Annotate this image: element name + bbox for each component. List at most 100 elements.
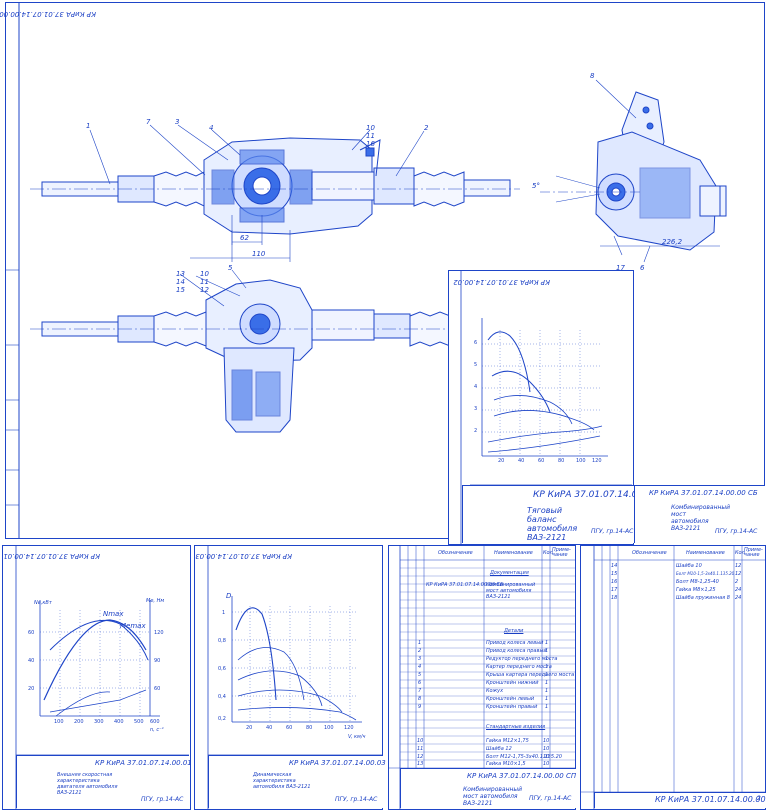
part-qty: 1 (545, 704, 549, 710)
svg-text:90: 90 (154, 658, 160, 664)
svg-text:1: 1 (222, 610, 225, 616)
svg-text:120: 120 (592, 458, 602, 464)
part-qty: 1 (545, 640, 549, 646)
engine-series-nmax: Nmax (103, 610, 124, 618)
row-pos: 18 (611, 595, 618, 601)
engine-ylabel-right: Me, Нм (146, 598, 165, 604)
row-pos: 14 (611, 563, 618, 569)
row-qty: 12 (735, 571, 742, 577)
part-qty: 1 (545, 664, 549, 670)
std-name: Гайка М10×1,5 (486, 761, 526, 767)
part-name: Кронштейн правый (486, 704, 538, 710)
std-pos: 11 (417, 746, 424, 752)
spec1-section-doc: Документация (490, 570, 529, 576)
part-qty: 1 (545, 680, 549, 686)
dynamic-stamp-group: ПГУ, гр.14-АС (335, 796, 378, 803)
callout-6: 6 (640, 264, 645, 272)
traction-stamp: КР КиРА 37.01.07.14.00.02 Тяговый баланс… (462, 485, 657, 543)
svg-text:40: 40 (28, 658, 34, 664)
part-name: Привод колеса правый (486, 648, 547, 654)
spec1-stamp: КР КиРА 37.01.07.14.00.00 СП Комбинирова… (400, 768, 576, 808)
traction-stamp-code: КР КиРА 37.01.07.14.00.02 (533, 490, 658, 500)
row-qty: 24 (735, 587, 742, 593)
row-name: Шайба пружинная 8 (676, 595, 730, 601)
std-pos: 10 (417, 738, 424, 744)
std-qty: 10 (543, 761, 550, 767)
callout-13: 13 (176, 270, 185, 278)
svg-text:60: 60 (154, 686, 160, 692)
dynamic-xlabel: V, км/ч (348, 734, 366, 740)
callout-7: 7 (146, 118, 151, 126)
svg-text:100: 100 (54, 719, 64, 725)
dynamic-ylabel: D (226, 592, 232, 600)
callout-17: 17 (616, 264, 625, 272)
callout-11: 11 (366, 132, 375, 140)
part-name: Редуктор переднего моста (486, 656, 558, 662)
engine-series-memax: Memax (120, 622, 146, 630)
part-qty: 1 (545, 688, 549, 694)
callout-10: 10 (366, 124, 375, 132)
callout-12: 12 (200, 286, 209, 294)
std-qty: 10 (543, 746, 550, 752)
spec1-stamp-code: КР КиРА 37.01.07.14.00.00 СП (467, 772, 577, 780)
part-qty: 1 (545, 696, 549, 702)
callout-8: 8 (590, 72, 595, 80)
traction-stamp-title: Тяговый баланс автомобиля ВАЗ-2121 (527, 506, 578, 542)
std-name: Гайка М12×1,75 (486, 738, 529, 744)
svg-text:60: 60 (538, 458, 544, 464)
dim-226: 226,2 (662, 238, 683, 246)
svg-text:120: 120 (154, 630, 164, 636)
part-pos: 5 (418, 672, 422, 678)
std-pos: 12 (417, 754, 424, 760)
svg-text:80: 80 (558, 458, 564, 464)
spec1-stamp-title: Комбинированный мост автомобиля ВАЗ-2121 (463, 786, 523, 807)
row-name: Болт М10-1,5-3х40.1.135.20 (676, 571, 735, 576)
svg-text:60: 60 (28, 630, 34, 636)
std-qty: 10 (543, 738, 550, 744)
spec-sheet-1 (388, 545, 576, 810)
part-qty: 1 (545, 672, 549, 678)
part-name: Картер переднего моста (486, 664, 552, 670)
dim-110: 110 (252, 250, 266, 258)
spec2-col-designation: Обозначение (632, 550, 667, 556)
traction-stamp-group: ПГУ, гр.14-АС (591, 528, 634, 535)
spec1-section-standard: Стандартные изделия (486, 724, 546, 730)
part-pos: 3 (418, 656, 422, 662)
spec2-col-note: Приме-чание (744, 547, 763, 558)
svg-text:500: 500 (134, 719, 144, 725)
engine-stamp-code: КР КиРА 37.01.07.14.00.01 (95, 759, 192, 767)
svg-text:300: 300 (94, 719, 104, 725)
spec1-stamp-group: ПГУ, гр.14-АС (529, 795, 572, 802)
spec1-col-name: Наименование (494, 550, 533, 556)
svg-text:20: 20 (498, 458, 504, 464)
callout-1: 1 (86, 122, 90, 130)
row-qty: 12 (735, 563, 742, 569)
std-name: Болт М12-1,75-3х40.1.135.20 (486, 754, 562, 760)
svg-text:20: 20 (246, 725, 252, 731)
dynamic-stamp-title: Динамическая характеристика автомобиля В… (253, 772, 311, 790)
callout-10b: 10 (200, 270, 209, 278)
spec-sheet-2 (580, 545, 766, 810)
svg-text:0,2: 0,2 (218, 716, 226, 722)
spec1-doc-designation: КР КиРА 37.01.07.14.00.00 СБ (426, 582, 504, 588)
callout-2: 2 (424, 124, 429, 132)
callout-15: 15 (176, 286, 185, 294)
spec1-col-note: Приме-чание (552, 547, 571, 558)
engine-ylabel-left: Ne,кВт (34, 600, 52, 606)
dim-5deg: 5° (532, 182, 540, 190)
row-name: Гайка М8×1,25 (676, 587, 716, 593)
spec2-stamp-code: КР КиРА 37.01.07.14.00.00 СП (655, 795, 768, 804)
row-qty: 2 (735, 579, 739, 585)
part-pos: 4 (418, 664, 422, 670)
svg-text:600: 600 (150, 719, 160, 725)
svg-text:5: 5 (474, 362, 477, 368)
assembly-stamp: КР КиРА 37.01.07.14.00.00 СБ Комбинирова… (634, 485, 765, 543)
row-pos: 16 (611, 579, 618, 585)
engine-stamp-group: ПГУ, гр.14-АС (141, 796, 184, 803)
assembly-stamp-title: Комбинированный мост автомобиля ВАЗ-2121 (671, 504, 731, 532)
part-qty: 1 (545, 656, 549, 662)
callout-3: 3 (175, 118, 179, 126)
spec1-section-parts: Детали (504, 628, 524, 634)
